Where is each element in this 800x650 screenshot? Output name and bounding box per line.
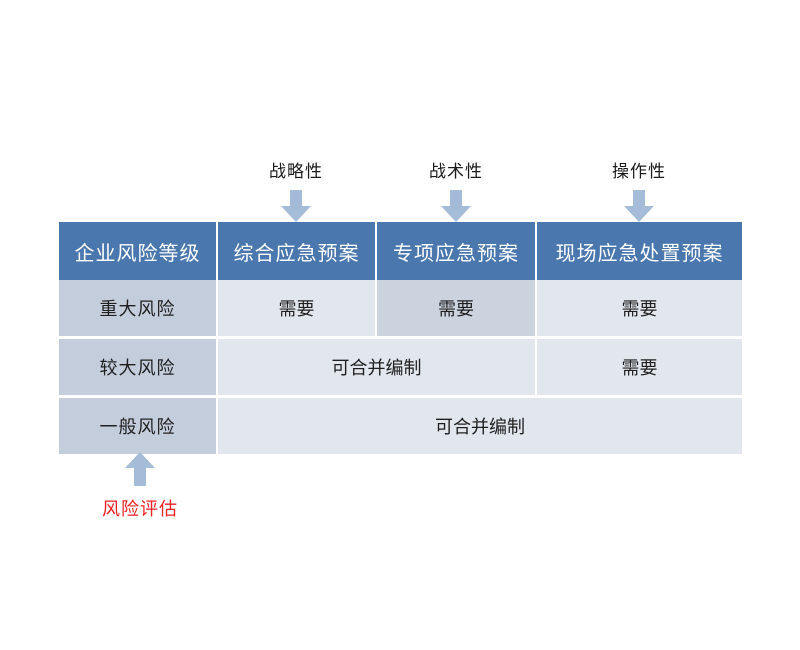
column-header-onsite-plan: 现场应急处置预案	[536, 222, 742, 280]
top-annotation-strategic: 战略性	[256, 162, 336, 222]
table-cell-highlighted: 需要	[376, 280, 537, 339]
top-annotation-tactical: 战术性	[416, 162, 496, 222]
table-cell: 需要	[536, 337, 742, 398]
top-annotation-label: 操作性	[612, 162, 666, 182]
table-cell-merged: 可合并编制	[217, 396, 742, 454]
top-annotation-label: 战略性	[269, 162, 323, 182]
bottom-annotation-label: 风险评估	[102, 499, 178, 520]
table-cell: 需要	[217, 280, 377, 339]
column-header-risk-level: 企业风险等级	[59, 222, 218, 280]
row-label-general-risk: 一般风险	[59, 396, 218, 454]
table-header-row: 企业风险等级 综合应急预案 专项应急预案 现场应急处置预案	[59, 222, 742, 280]
arrow-down-icon	[441, 190, 471, 222]
table-row: 较大风险 可合并编制 需要	[59, 337, 742, 398]
risk-plan-matrix: 企业风险等级 综合应急预案 专项应急预案 现场应急处置预案 重大风险 需要 需要…	[59, 222, 742, 454]
table-cell: 需要	[536, 280, 742, 339]
top-annotation-label: 战术性	[429, 162, 483, 182]
column-header-comprehensive-plan: 综合应急预案	[217, 222, 377, 280]
table-row: 重大风险 需要 需要 需要	[59, 280, 742, 339]
arrow-up-icon	[125, 452, 155, 486]
table-row: 一般风险 可合并编制	[59, 396, 742, 454]
bottom-annotation-risk-assessment: 风险评估	[85, 452, 195, 521]
top-annotation-operational: 操作性	[599, 162, 679, 222]
row-label-major-risk: 重大风险	[59, 280, 218, 339]
table-cell-merged: 可合并编制	[217, 337, 537, 398]
arrow-down-icon	[281, 190, 311, 222]
row-label-greater-risk: 较大风险	[59, 337, 218, 398]
arrow-down-icon	[624, 190, 654, 222]
column-header-special-plan: 专项应急预案	[376, 222, 537, 280]
